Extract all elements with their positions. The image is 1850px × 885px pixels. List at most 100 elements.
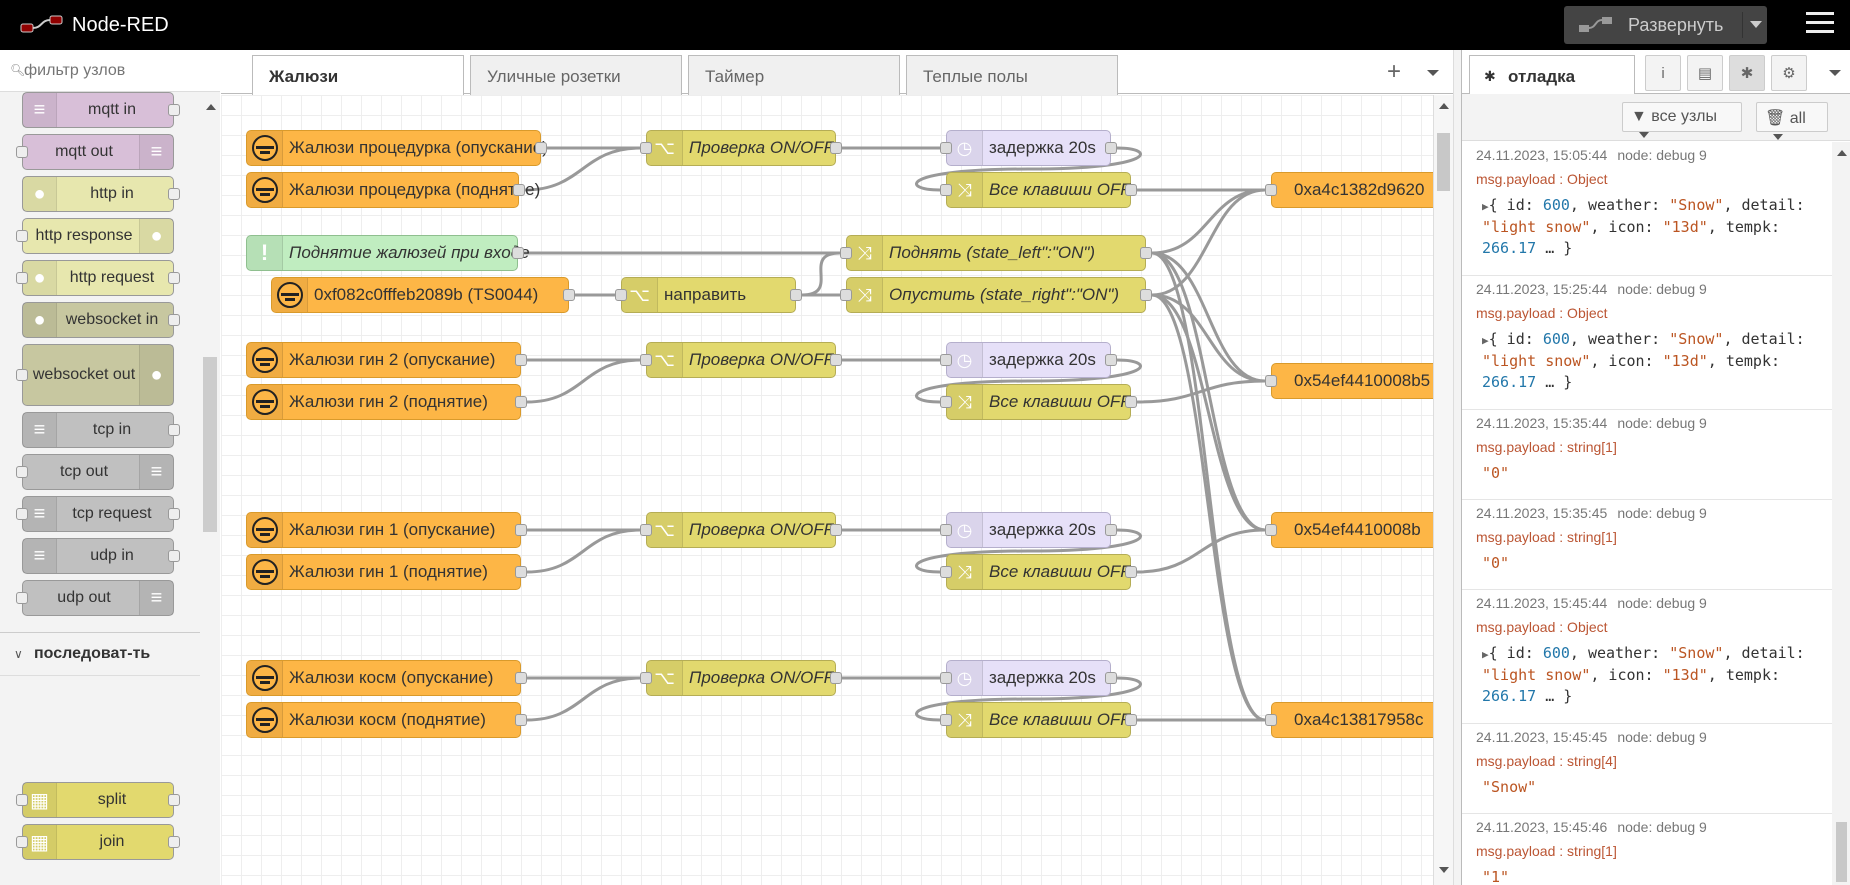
flow-node[interactable]: !Поднятие жалюзей при входе: [246, 235, 530, 271]
palette-node-udp-out[interactable]: ≡udp out: [16, 580, 174, 616]
palette-category-header[interactable]: ∨последоват-ть: [0, 632, 200, 676]
output-port[interactable]: [1140, 247, 1152, 259]
palette-node-http-request[interactable]: ●http request: [16, 260, 180, 296]
debug-filter-dropdown[interactable]: ▼︎ все узлы: [1622, 102, 1742, 138]
flow-node[interactable]: ◷задержка 20s: [940, 512, 1117, 548]
palette-node-join[interactable]: ▦join: [16, 824, 180, 860]
flow-node[interactable]: ◷задержка 20s: [940, 660, 1117, 696]
flow-node[interactable]: 0xa4c13817958c: [1265, 702, 1433, 738]
debug-node-link[interactable]: node: debug 9: [1617, 281, 1707, 297]
flow-wire[interactable]: [1151, 251, 1266, 722]
flow-wire[interactable]: [1151, 293, 1266, 383]
sidebar-resize-handle[interactable]: [1453, 50, 1461, 885]
flow-node[interactable]: Жалюзи процедурка (опускание): [246, 130, 548, 166]
flow-wire[interactable]: [801, 251, 841, 297]
workspace-scrollbar[interactable]: [1433, 95, 1453, 885]
output-port[interactable]: [830, 142, 842, 154]
deploy-button[interactable]: Развернуть: [1564, 6, 1767, 44]
input-port[interactable]: [840, 247, 852, 259]
palette-node-mqtt-in[interactable]: ≡mqtt in: [22, 92, 180, 128]
input-port[interactable]: [1265, 714, 1277, 726]
output-port[interactable]: [790, 289, 802, 301]
flow-node[interactable]: ⌥Проверка ON/OFF: [640, 130, 842, 166]
output-port[interactable]: [563, 289, 575, 301]
input-port[interactable]: [940, 524, 952, 536]
output-port[interactable]: [1125, 396, 1137, 408]
scrollbar-thumb[interactable]: [1437, 133, 1450, 191]
output-port[interactable]: [830, 354, 842, 366]
expand-caret-icon[interactable]: ▶: [1482, 200, 1489, 213]
flow-wire[interactable]: [1136, 528, 1266, 574]
flow-node[interactable]: Жалюзи гин 1 (опускание): [246, 512, 527, 548]
flow-node[interactable]: ⤨Опустить (state_right":"ON"): [840, 277, 1152, 313]
debug-clear-dropdown[interactable]: 🗑︎ all: [1756, 102, 1828, 140]
flow-node[interactable]: 0x54ef4410008b: [1265, 512, 1433, 548]
input-port[interactable]: [940, 672, 952, 684]
flow-wire[interactable]: [526, 528, 641, 574]
flow-wire[interactable]: [526, 676, 641, 722]
palette-scrollbar[interactable]: [200, 92, 220, 885]
palette-node-http-in[interactable]: ●http in: [22, 176, 180, 212]
debug-button[interactable]: ✱: [1729, 55, 1765, 91]
help-button[interactable]: ▤: [1687, 55, 1723, 91]
scrollbar-thumb[interactable]: [203, 357, 217, 532]
input-port[interactable]: [615, 289, 627, 301]
output-port[interactable]: [513, 184, 525, 196]
expand-caret-icon[interactable]: ▶: [1482, 648, 1489, 661]
input-port[interactable]: [940, 142, 952, 154]
flow-wire[interactable]: [1136, 379, 1266, 404]
flow-node[interactable]: Жалюзи гин 2 (опускание): [246, 342, 527, 378]
flow-node[interactable]: 0xa4c1382d9620: [1265, 172, 1433, 208]
palette-node-tcp-out[interactable]: ≡tcp out: [16, 454, 174, 490]
scrollbar-thumb[interactable]: [1836, 822, 1847, 882]
tab-debug[interactable]: ✱ отладка: [1469, 55, 1635, 95]
flow-node[interactable]: 0xf082c0fffeb2089b (TS0044): [271, 277, 575, 313]
output-port[interactable]: [515, 672, 527, 684]
input-port[interactable]: [940, 396, 952, 408]
debug-node-link[interactable]: node: debug 9: [1617, 415, 1707, 431]
output-port[interactable]: [1105, 354, 1117, 366]
input-port[interactable]: [1265, 524, 1277, 536]
input-port[interactable]: [940, 566, 952, 578]
output-port[interactable]: [1125, 566, 1137, 578]
flow-node[interactable]: ⤨Все клавиши OFF: [940, 384, 1137, 420]
flow-wire[interactable]: [1151, 251, 1266, 383]
input-port[interactable]: [1265, 375, 1277, 387]
debug-node-link[interactable]: node: debug 9: [1617, 595, 1707, 611]
output-port[interactable]: [1105, 524, 1117, 536]
palette-node-udp-in[interactable]: ≡udp in: [22, 538, 180, 574]
palette-node-split[interactable]: ▦split: [16, 782, 180, 818]
input-port[interactable]: [940, 714, 952, 726]
tab-list-menu-icon[interactable]: [1427, 70, 1439, 76]
scroll-down-icon[interactable]: [1439, 867, 1449, 873]
expand-caret-icon[interactable]: ▶: [1482, 334, 1489, 347]
output-port[interactable]: [535, 142, 547, 154]
input-port[interactable]: [840, 289, 852, 301]
output-port[interactable]: [512, 247, 524, 259]
flow-workspace[interactable]: Жалюзи процедурка (опускание)Жалюзи проц…: [221, 95, 1433, 885]
input-port[interactable]: [940, 354, 952, 366]
debug-node-link[interactable]: node: debug 9: [1617, 147, 1707, 163]
debug-value[interactable]: ▶{ id: 600, weather: "Snow", detail:"lig…: [1476, 643, 1832, 707]
input-port[interactable]: [640, 142, 652, 154]
flow-node[interactable]: ◷задержка 20s: [940, 342, 1117, 378]
add-tab-icon[interactable]: +: [1387, 58, 1402, 85]
output-port[interactable]: [1105, 142, 1117, 154]
flow-node[interactable]: Жалюзи гин 2 (поднятие): [246, 384, 527, 420]
palette-node-websocket-out[interactable]: ●websocket out: [16, 344, 174, 406]
flow-node[interactable]: Жалюзи косм (опускание): [246, 660, 527, 696]
tab-teplye-poly[interactable]: Теплые полы: [906, 55, 1118, 95]
flow-node[interactable]: ⌥Проверка ON/OFF: [640, 512, 842, 548]
flow-wire[interactable]: [1151, 293, 1266, 722]
flow-wire[interactable]: [1151, 293, 1266, 532]
sidebar-menu-caret-icon[interactable]: [1829, 70, 1841, 76]
flow-node[interactable]: ⌥Проверка ON/OFF: [640, 342, 842, 378]
output-port[interactable]: [1105, 672, 1117, 684]
flow-node[interactable]: ⤨Поднять (state_left":"ON"): [840, 235, 1152, 271]
output-port[interactable]: [1125, 714, 1137, 726]
flow-wire[interactable]: [524, 146, 641, 192]
tab-ulichnye-rozetki[interactable]: Уличные розетки: [470, 55, 682, 95]
